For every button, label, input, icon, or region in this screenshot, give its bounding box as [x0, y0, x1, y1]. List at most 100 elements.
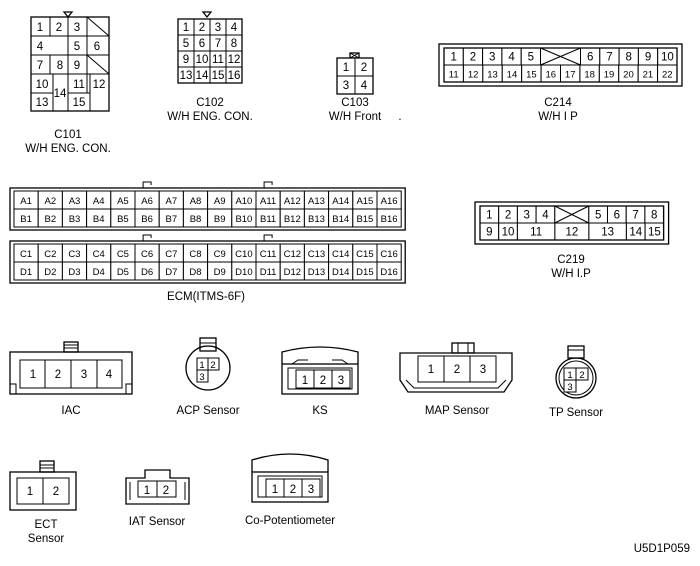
latch	[199, 337, 217, 352]
map-pin-3: 3	[480, 364, 486, 376]
c102-pin-11: 11	[212, 54, 224, 66]
c102-id: C102	[196, 97, 224, 109]
c101-housing	[30, 16, 110, 112]
connector-ect-sensor: 1 2 ECT Sensor	[9, 460, 77, 545]
c219-pin-6: 6	[614, 210, 620, 222]
iat-label: IAT Sensor	[129, 516, 186, 528]
ecm-pin-A1: A1	[20, 196, 32, 207]
ect-label-line1: ECT	[35, 519, 58, 531]
latch	[63, 341, 79, 353]
c214-pin-2: 2	[470, 52, 476, 64]
c102-pin-2: 2	[199, 22, 205, 34]
c102-pin-4: 4	[231, 22, 238, 34]
ecm-pin-D15: D15	[356, 267, 373, 278]
tp-pin-3: 3	[567, 382, 572, 393]
c101-pin-12: 12	[93, 79, 106, 91]
connector-tp-sensor: 1 2 3 TP Sensor	[549, 345, 603, 419]
c101-pin-8: 8	[57, 60, 63, 72]
iat-housing	[125, 469, 190, 505]
ecm-pin-B12: B12	[284, 214, 301, 225]
ecm-pin-B8: B8	[190, 214, 202, 225]
ecm-pin-B10: B10	[235, 214, 252, 225]
c102-desc: W/H ENG. CON.	[167, 111, 253, 123]
c101-pin-2: 2	[56, 22, 62, 34]
c101-id: C101	[54, 129, 82, 141]
c214-id: C214	[544, 97, 572, 109]
ecm-pin-A13: A13	[308, 196, 325, 207]
copot-pin-3: 3	[308, 484, 314, 496]
ecm-pin-A15: A15	[356, 196, 373, 207]
connector-c101: 1 2 3 4 5 6 7 8 9 10 11 12 13 14 15 C101…	[25, 11, 111, 155]
ecm-pin-D9: D9	[214, 267, 226, 278]
c101-pin-14: 14	[54, 88, 67, 100]
c219-pin-3: 3	[524, 210, 530, 222]
ecm-pin-C6: C6	[141, 249, 153, 260]
ks-label: KS	[312, 405, 328, 417]
ecm-pin-B15: B15	[356, 214, 373, 225]
copot-pin-1: 1	[272, 484, 278, 496]
c101-pin-6: 6	[94, 41, 100, 53]
tp-pin-2: 2	[579, 370, 584, 381]
c219-pin-7: 7	[632, 210, 638, 222]
c102-pin-10: 10	[196, 54, 209, 66]
c102-pin-15: 15	[212, 70, 225, 82]
iat-pin-2: 2	[163, 485, 169, 497]
c214-pin-14: 14	[507, 70, 518, 81]
ect-pin-2: 2	[53, 486, 59, 498]
c214-pin-8: 8	[626, 52, 632, 64]
connector-iat-sensor: 1 2 IAT Sensor	[125, 469, 190, 528]
ecm-pin-A5: A5	[117, 196, 129, 207]
c214-pin-7: 7	[606, 52, 612, 64]
copot-housing	[251, 471, 329, 503]
iac-pin-4: 4	[106, 369, 113, 381]
ks-pin-1: 1	[302, 375, 308, 387]
ecm-pin-C15: C15	[356, 249, 373, 260]
ecm-pin-C5: C5	[117, 249, 129, 260]
c214-pin-19: 19	[604, 70, 615, 81]
c101-pin-10: 10	[36, 79, 49, 91]
c103-pin-3: 3	[343, 80, 349, 92]
c102-pin-14: 14	[196, 70, 209, 82]
connector-iac: 1 2 3 4 IAC	[9, 341, 133, 417]
key-marker	[62, 11, 74, 19]
ecm-pin-D7: D7	[165, 267, 177, 278]
c219-pin-10: 10	[502, 227, 515, 239]
ect-label-line2: Sensor	[28, 533, 65, 545]
iac-pin-2: 2	[55, 369, 61, 381]
ecm-pin-D11: D11	[260, 267, 277, 278]
ecm-pin-A12: A12	[284, 196, 301, 207]
ecm-pin-B11: B11	[260, 214, 276, 225]
c102-pin-6: 6	[199, 38, 205, 50]
c214-pin-21: 21	[643, 70, 654, 81]
c103-pin-4: 4	[361, 80, 368, 92]
c214-desc: W/H I P	[538, 111, 578, 123]
tp-label: TP Sensor	[549, 407, 603, 419]
ecm-pin-A10: A10	[235, 196, 252, 207]
c219-pin-4: 4	[542, 210, 549, 222]
tp-housing	[555, 357, 597, 399]
c101-pin-3: 3	[74, 22, 80, 34]
ecm-pin-D14: D14	[332, 267, 349, 278]
c219-id: C219	[557, 254, 585, 266]
ecm-pin-C2: C2	[44, 249, 56, 260]
c219-pin-11: 11	[530, 227, 542, 239]
connector-ks: 1 2 3 KS	[281, 346, 359, 417]
ecm-pin-D13: D13	[308, 267, 325, 278]
copot-pin-2: 2	[290, 484, 296, 496]
c219-pin-2: 2	[505, 210, 511, 222]
ecm-pin-C4: C4	[93, 249, 105, 260]
ecm-pin-C3: C3	[68, 249, 80, 260]
ect-pin-1: 1	[27, 486, 33, 498]
ecm-pin-D4: D4	[93, 267, 105, 278]
c101-pin-4: 4	[37, 41, 44, 53]
ecm-pin-C16: C16	[380, 249, 397, 260]
ecm-pin-C9: C9	[214, 249, 226, 260]
c102-pin-16: 16	[228, 70, 241, 82]
acp-housing	[185, 345, 231, 391]
c219-pin-5: 5	[595, 210, 601, 222]
c102-pin-3: 3	[215, 22, 221, 34]
ecm-pin-A6: A6	[141, 196, 153, 207]
ecm-pin-A16: A16	[381, 196, 398, 207]
